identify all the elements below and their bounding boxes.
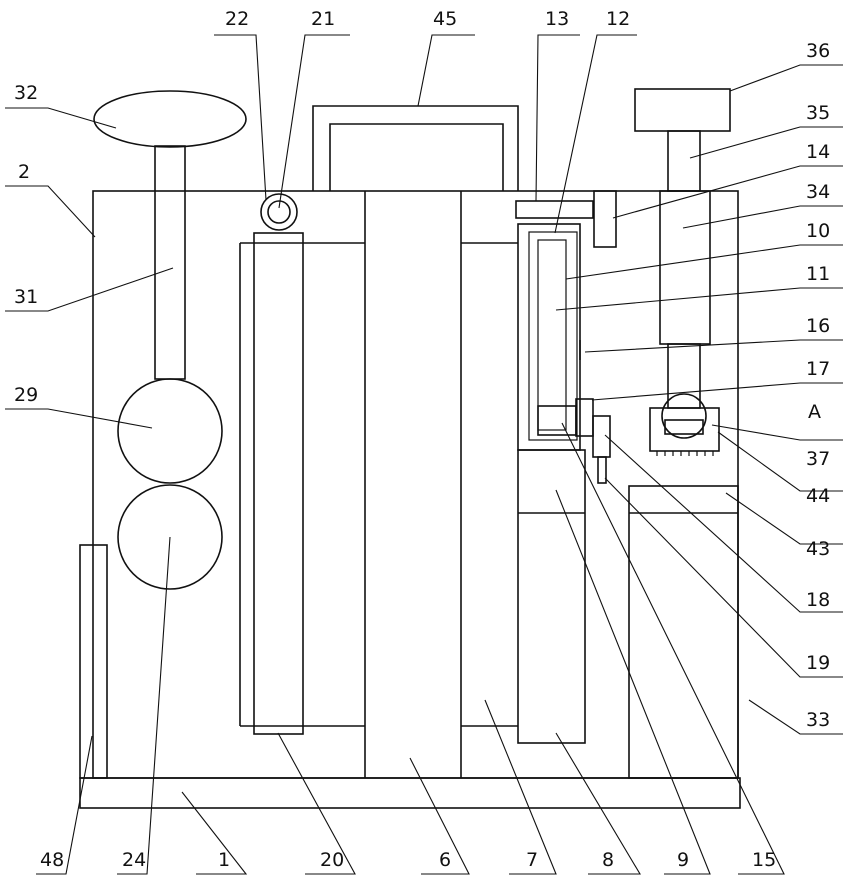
leader-8 xyxy=(556,733,640,874)
leader-15 xyxy=(562,423,784,874)
label-20: 20 xyxy=(320,849,344,871)
label-14: 14 xyxy=(806,141,830,163)
label-9: 9 xyxy=(677,849,689,871)
label-37: 37 xyxy=(806,448,830,470)
cylinder-body xyxy=(660,191,710,344)
label-2: 2 xyxy=(18,161,30,183)
label-29: 29 xyxy=(14,384,38,406)
roller-body xyxy=(254,233,303,734)
label-36: 36 xyxy=(806,40,830,62)
base-plate xyxy=(80,778,740,808)
slider-connector xyxy=(576,399,593,436)
label-15: 15 xyxy=(752,849,776,871)
label-33: 33 xyxy=(806,709,830,731)
press-insert xyxy=(665,420,703,434)
leader-29 xyxy=(5,409,152,428)
cylinder-neck xyxy=(668,131,700,191)
label-7: 7 xyxy=(526,849,538,871)
leader-16 xyxy=(585,340,843,352)
top-bar xyxy=(516,201,593,218)
label-12: 12 xyxy=(606,8,630,30)
press-head xyxy=(650,408,719,451)
upper-roller xyxy=(118,379,222,483)
label-32: 32 xyxy=(14,82,38,104)
leader-22 xyxy=(214,35,266,200)
label-1: 1 xyxy=(218,849,230,871)
leader-37 xyxy=(712,425,843,440)
top-frame-outer xyxy=(313,106,518,191)
slider-block xyxy=(538,406,576,435)
bracket-block xyxy=(594,191,616,247)
leader-9 xyxy=(556,490,710,874)
label-34: 34 xyxy=(806,181,830,203)
leader-10 xyxy=(566,245,843,279)
label-45: 45 xyxy=(433,8,457,30)
leader-45 xyxy=(418,35,475,106)
leader-21 xyxy=(279,35,350,208)
screw-rod xyxy=(538,240,566,430)
label-31: 31 xyxy=(14,286,38,308)
label-16: 16 xyxy=(806,315,830,337)
label-11: 11 xyxy=(806,263,830,285)
piston-rod xyxy=(668,344,700,408)
motor-shaft xyxy=(598,457,606,483)
label-22: 22 xyxy=(225,8,249,30)
label-48: 48 xyxy=(40,849,64,871)
label-18: 18 xyxy=(806,589,830,611)
label-43: 43 xyxy=(806,538,830,560)
label-21: 21 xyxy=(311,8,335,30)
leader-36 xyxy=(730,65,843,91)
label-8: 8 xyxy=(602,849,614,871)
leader-12 xyxy=(555,35,637,233)
leader-1 xyxy=(182,792,246,874)
leader-11 xyxy=(556,288,843,310)
label-19: 19 xyxy=(806,652,830,674)
lower-box xyxy=(518,450,585,743)
screw-guide xyxy=(529,232,577,440)
leader-2 xyxy=(5,186,95,237)
top-frame-inner xyxy=(330,124,503,191)
leader-19 xyxy=(605,478,843,677)
label-6: 6 xyxy=(439,849,451,871)
right-cabinet xyxy=(629,486,738,778)
label-10: 10 xyxy=(806,220,830,242)
label-A: A xyxy=(808,401,821,423)
top-disc xyxy=(94,91,246,147)
cylinder-cap xyxy=(635,89,730,131)
leader-7 xyxy=(485,700,556,874)
screw-housing xyxy=(518,224,580,450)
label-35: 35 xyxy=(806,102,830,124)
leader-17 xyxy=(592,383,843,400)
leader-32 xyxy=(5,108,116,128)
label-17: 17 xyxy=(806,358,830,380)
label-13: 13 xyxy=(545,8,569,30)
label-24: 24 xyxy=(122,849,146,871)
housing-frame xyxy=(93,191,738,778)
detail-a-circle xyxy=(662,394,706,438)
leader-24 xyxy=(117,537,170,874)
leader-13 xyxy=(536,35,580,201)
vertical-shaft xyxy=(155,146,185,379)
label-44: 44 xyxy=(806,485,830,507)
